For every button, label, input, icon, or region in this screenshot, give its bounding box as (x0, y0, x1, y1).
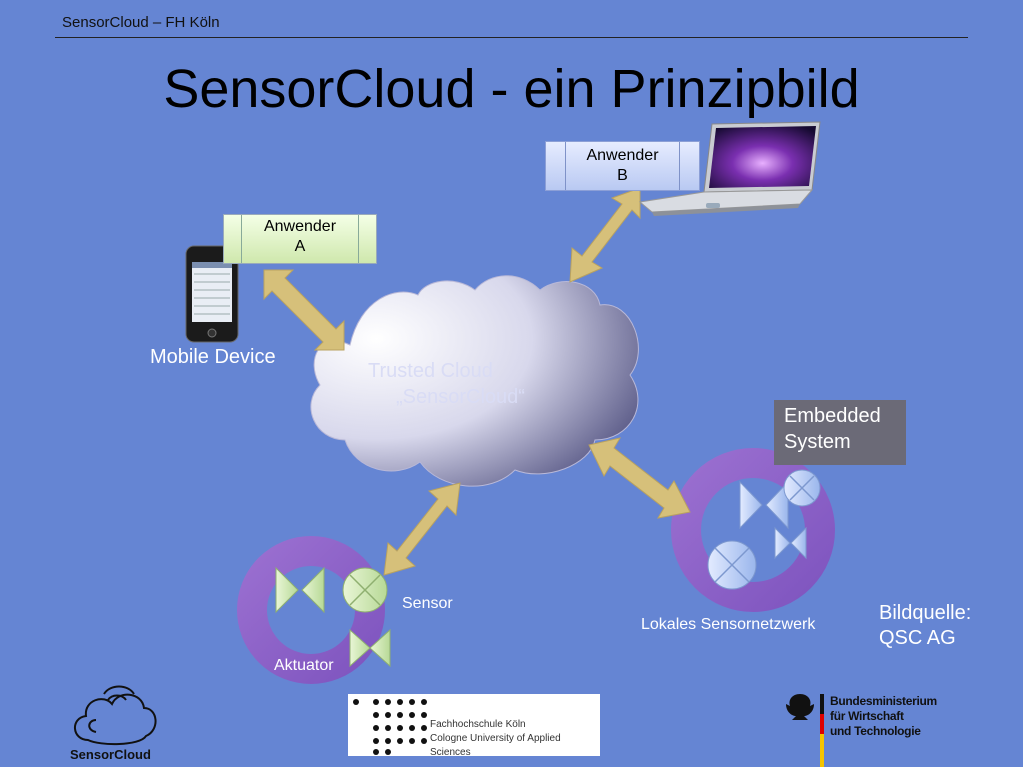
anwender-b-box: Anwender B (545, 141, 700, 191)
mobile-device-label: Mobile Device (150, 346, 276, 368)
aktuator-small-icon (349, 628, 391, 668)
anwender-b-line2: B (617, 167, 628, 184)
embedded-aktuator-icon (739, 480, 789, 530)
anwender-a-line2: A (294, 238, 306, 255)
embedded-sensor-large-icon (707, 540, 757, 590)
cloud-label: Trusted Cloud „SensorCloud“ (368, 358, 525, 410)
bm-line1: Bundesministerium (830, 694, 937, 708)
embedded-sensor-icon (783, 469, 821, 507)
arrow-user-a-cloud (263, 269, 345, 351)
header-text: SensorCloud – FH Köln (62, 14, 220, 31)
bm-line3: und Technologie (830, 724, 921, 738)
flag-red-stripe (820, 714, 824, 734)
embedded-aktuator-small-icon (774, 526, 807, 560)
arrow-cloud-embedded (588, 437, 691, 519)
bildquelle-line1: Bildquelle: (879, 602, 972, 624)
bm-line2: für Wirtschaft (830, 709, 904, 723)
embedded-line2: System (784, 431, 851, 453)
embedded-line1: Embedded (784, 405, 881, 427)
slide-title: SensorCloud - ein Prinzipbild (163, 59, 860, 119)
arrow-user-b-cloud (569, 187, 641, 283)
sensor-label: Sensor (402, 595, 453, 612)
fh-line1: Fachhochschule Köln (430, 719, 526, 730)
aktuator-icon (275, 566, 325, 614)
fh-dots-icon (353, 699, 427, 755)
bmwi-logo-text: Bundesministerium für Wirtschaft und Tec… (830, 694, 937, 739)
arrow-cloud-sensor (383, 482, 461, 576)
mobile-phone-icon (185, 245, 239, 343)
flag-black-stripe (820, 694, 824, 714)
cloud-label-line1: Trusted Cloud (368, 360, 493, 382)
lokales-sensornetzwerk-label: Lokales Sensornetzwerk (641, 616, 816, 633)
federal-eagle-icon (786, 694, 814, 720)
fh-line2: Cologne University of Applied Sciences (430, 733, 561, 758)
aktuator-label: Aktuator (274, 657, 334, 674)
header-divider (55, 37, 968, 38)
sensorcloud-logo-icon (74, 685, 157, 746)
local-network-ring (671, 448, 835, 612)
fh-koeln-logo: Fachhochschule Köln Cologne University o… (348, 694, 600, 758)
fh-text: Fachhochschule Köln Cologne University o… (430, 718, 600, 760)
cloud-label-line2: „SensorCloud“ (396, 386, 525, 408)
sensor-icon (342, 567, 388, 613)
bildquelle-line2: QSC AG (879, 627, 956, 649)
anwender-a-box: Anwender A (223, 214, 377, 264)
anwender-b-line1: Anwender (586, 147, 659, 164)
embedded-system-box: Embedded System (774, 400, 906, 465)
anwender-a-line1: Anwender (263, 218, 337, 235)
laptop-icon (638, 121, 821, 216)
flag-gold-stripe (820, 734, 824, 767)
trusted-cloud-icon (310, 275, 639, 487)
image-source-label: Bildquelle: QSC AG (879, 601, 971, 651)
sensorcloud-logo-text: SensorCloud (70, 747, 151, 762)
